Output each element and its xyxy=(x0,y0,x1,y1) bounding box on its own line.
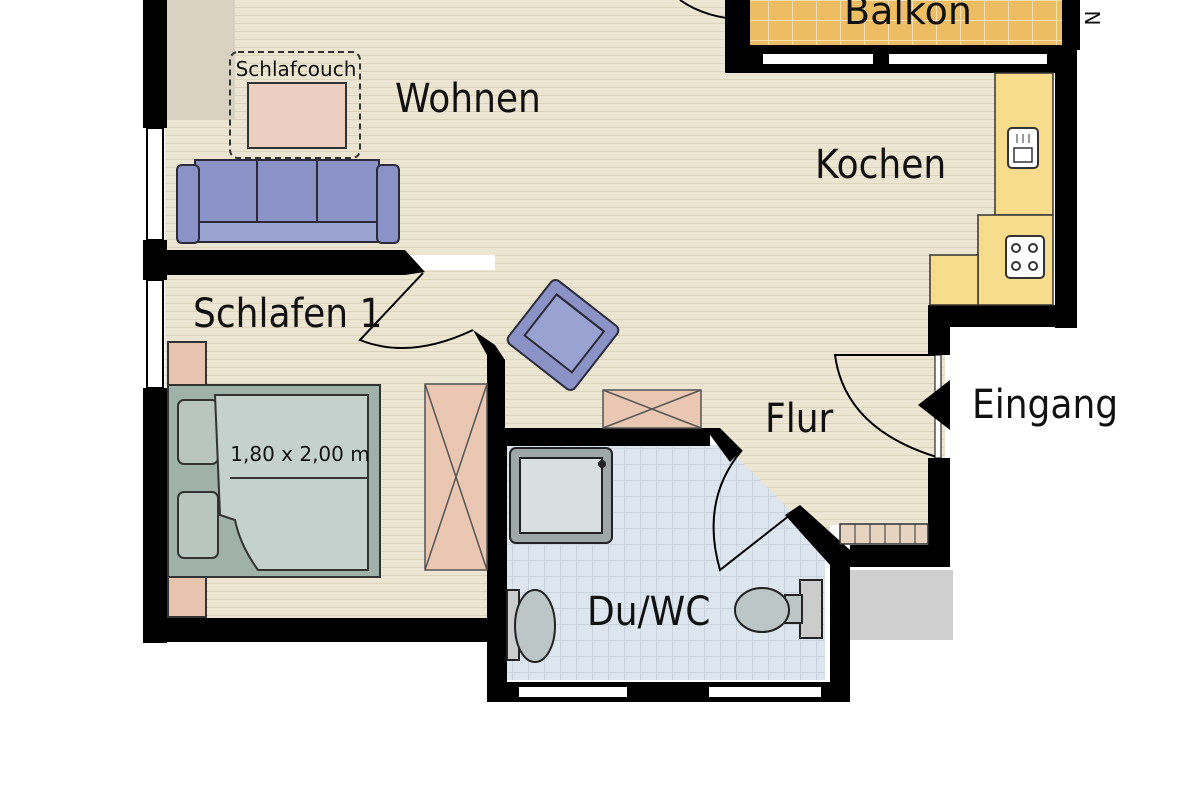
wall-kitchen-bottom xyxy=(930,305,1077,327)
counter-corner xyxy=(929,254,979,306)
window-living-left xyxy=(146,127,164,241)
wall-left-mid xyxy=(143,240,167,280)
wall-left-bottom xyxy=(143,388,167,643)
nightstand-bottom xyxy=(167,576,207,618)
wall-bath-right xyxy=(830,550,850,702)
shoe-cabinet xyxy=(602,389,702,429)
washbasin xyxy=(506,589,556,663)
door-balcony-swing xyxy=(679,0,746,21)
window-kitchen-top-1 xyxy=(761,52,875,66)
blanket xyxy=(213,394,369,571)
balcony-floor xyxy=(750,0,1065,45)
toilet xyxy=(734,579,823,639)
wall-bath-left xyxy=(487,430,507,702)
pillow-bottom xyxy=(177,491,219,559)
compass-letter: N xyxy=(1081,11,1105,26)
windows xyxy=(146,52,1049,699)
bedroom-label: Schlafen 1 xyxy=(193,291,382,337)
wall-balcony-right xyxy=(1062,0,1080,50)
kitchen-label: Kochen xyxy=(815,142,946,188)
wall-hall-right-lower xyxy=(928,458,950,548)
wall-outside-top xyxy=(850,545,950,567)
sofa-seat xyxy=(194,221,380,243)
entrance-label: Eingang xyxy=(972,382,1118,428)
hall-label: Flur xyxy=(765,396,834,442)
wall-bath-top xyxy=(500,428,710,446)
sink-icon xyxy=(1007,127,1039,169)
wall-kitchen-right xyxy=(1055,50,1077,328)
pillow-top xyxy=(177,399,219,465)
bath-floor-notch-fill xyxy=(705,440,830,550)
armchair xyxy=(506,279,620,391)
wall-hall-right-upper xyxy=(928,305,950,355)
door-bath-swing xyxy=(712,449,791,572)
door-entrance-swing xyxy=(833,354,941,459)
wall-bottom-bedroom xyxy=(143,618,495,642)
window-bath-1 xyxy=(517,685,629,699)
window-bedroom-left xyxy=(146,279,164,389)
wall-top-kitchen-left xyxy=(725,0,750,73)
sofa xyxy=(176,159,400,244)
shower-tray xyxy=(509,447,613,544)
wall-bedroom-top xyxy=(165,250,425,275)
bathroom-label: Du/WC xyxy=(587,589,710,635)
wardrobe xyxy=(424,383,488,571)
sofa-back xyxy=(194,159,380,226)
bed xyxy=(167,341,381,618)
door-bedroom-swing xyxy=(358,272,474,349)
wall-bedroom-right-top xyxy=(473,330,505,430)
window-kitchen-top-2 xyxy=(887,52,1049,66)
sofa-bed-label: Schlafcouch xyxy=(236,57,357,81)
entrance-arrow-icon xyxy=(918,380,950,430)
bed-size-label: 1,80 x 2,00 m xyxy=(230,442,369,466)
outside-gray-box xyxy=(850,570,953,640)
balcony-label: Balkon xyxy=(844,0,972,33)
nightstand-top xyxy=(167,341,207,388)
sofa-arm-left xyxy=(176,164,200,244)
sofa-bed-mattress xyxy=(247,82,347,149)
wall-bath-diag xyxy=(705,428,742,462)
stove-icon xyxy=(1005,235,1045,279)
living-label: Wohnen xyxy=(395,76,541,122)
wall-left-top xyxy=(143,0,167,128)
kitchen-counter xyxy=(929,72,1054,306)
sofa-bed-outline xyxy=(229,51,361,159)
living-floor-left-shade xyxy=(165,0,235,120)
sofa-arm-right xyxy=(376,164,400,244)
window-bath-2 xyxy=(707,685,823,699)
radiator xyxy=(839,523,929,545)
sofa-bed xyxy=(229,51,361,159)
